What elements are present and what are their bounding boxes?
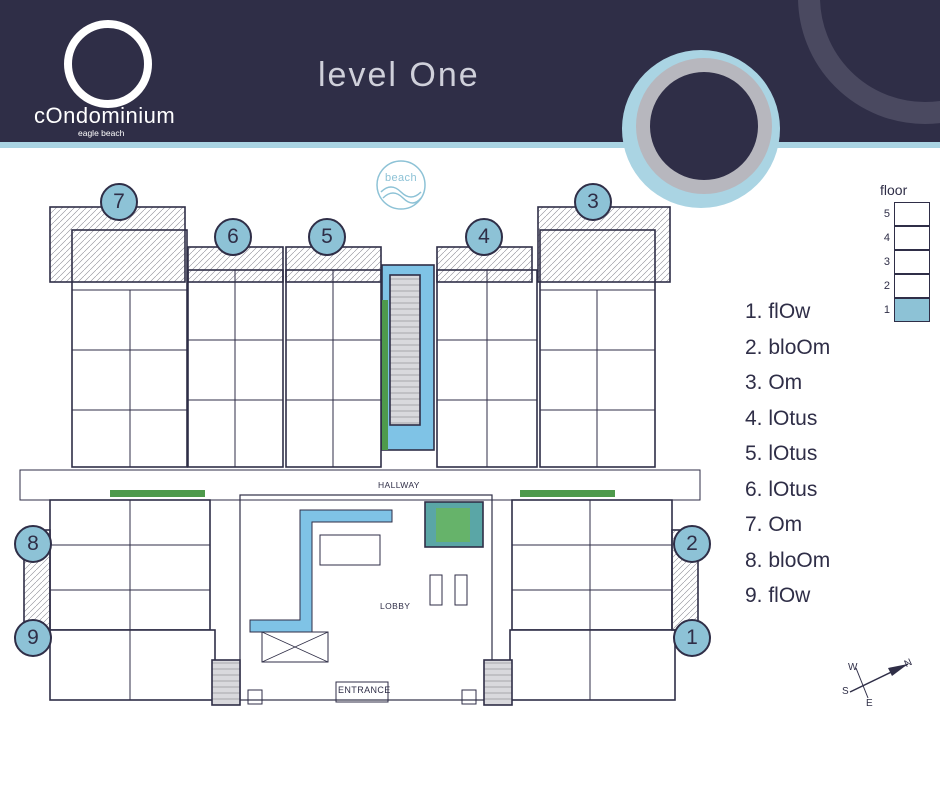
list-item: 1. flOw: [745, 300, 811, 323]
list-item: 8. bloOm: [745, 548, 831, 572]
floor-legend-title: floor: [880, 182, 908, 198]
floor-number: 1: [883, 304, 890, 316]
logo-name: cOndominium: [34, 103, 176, 128]
list-item: 6. lOtus: [745, 477, 818, 501]
atrium-planter: [382, 300, 388, 450]
floor-box: [894, 274, 930, 298]
unit-badge-4: 4: [465, 218, 503, 256]
unit-badge-2: 2: [673, 525, 711, 563]
floor-box: [894, 226, 930, 250]
header-banner: cOndominium eagle beach level One: [0, 0, 940, 142]
beach-badge-icon: [376, 160, 426, 210]
lobby-furniture: [454, 574, 468, 606]
lobby: [239, 494, 493, 701]
lobby-pool: [249, 509, 393, 633]
compass-icon: N W S E: [842, 657, 914, 708]
unit-2-outline: [511, 499, 673, 631]
compass-s: S: [842, 686, 849, 697]
entrance-canopy: [261, 631, 329, 663]
entrance-doors: [335, 681, 389, 703]
list-item: 4. lOtus: [745, 406, 818, 430]
unit-badge-9: 9: [14, 619, 52, 657]
list-item: 9. flOw: [745, 584, 811, 607]
floor-row: 5: [876, 202, 930, 226]
floor-row: 3: [876, 250, 930, 274]
decorative-ring: [798, 0, 940, 124]
floor-row-current: 1: [876, 298, 930, 322]
page-title: level One: [318, 56, 480, 94]
lobby-label: LOBBY: [380, 601, 411, 611]
floor-plan: [19, 160, 701, 706]
unit-badge-3: 3: [574, 183, 612, 221]
list-item: 2. bloOm: [745, 335, 831, 359]
floor-box: [894, 250, 930, 274]
header-stripe: [0, 142, 940, 148]
list-item: 3. Om: [745, 371, 803, 394]
floor-row: 2: [876, 274, 930, 298]
floor-number: 3: [883, 256, 890, 268]
unit-badge-5: 5: [308, 218, 346, 256]
floor-box-current: [894, 298, 930, 322]
floor-row: 4: [876, 226, 930, 250]
hallway: [19, 469, 701, 501]
list-item: 7. Om: [745, 513, 803, 536]
atrium-stairs: [389, 274, 421, 426]
unit-type-list: 1. flOw 2. bloOm 3. Om 4. lOtus 5. lOtus…: [745, 300, 830, 620]
list-item: 5. lOtus: [745, 442, 818, 465]
lobby-furniture: [319, 534, 381, 566]
compass-n: N: [903, 657, 914, 670]
floor-number: 2: [883, 280, 890, 292]
beach-badge-label: beach: [385, 172, 417, 184]
unit-1-outline: [509, 629, 676, 701]
unit-badge-8: 8: [14, 525, 52, 563]
unit-9-outline: [49, 629, 216, 701]
floor-box: [894, 202, 930, 226]
logo-ring-icon: [64, 20, 152, 108]
decorative-ring: [636, 58, 772, 194]
unit-badge-6: 6: [214, 218, 252, 256]
logo-subtitle: eagle beach: [78, 128, 125, 138]
unit-badge-7: 7: [100, 183, 138, 221]
compass-e: E: [866, 698, 873, 708]
stair-core: [483, 659, 513, 706]
lobby-garden-inner: [436, 508, 470, 542]
stair-core: [211, 659, 241, 706]
floor-number: 5: [883, 208, 890, 220]
floor-number: 4: [883, 232, 890, 244]
unit-badge-1: 1: [673, 619, 711, 657]
terrace: [537, 206, 671, 283]
hallway-label: HALLWAY: [378, 480, 420, 490]
compass-w: W: [848, 662, 858, 673]
entrance-label: ENTRANCE: [338, 685, 391, 695]
lobby-furniture: [429, 574, 443, 606]
